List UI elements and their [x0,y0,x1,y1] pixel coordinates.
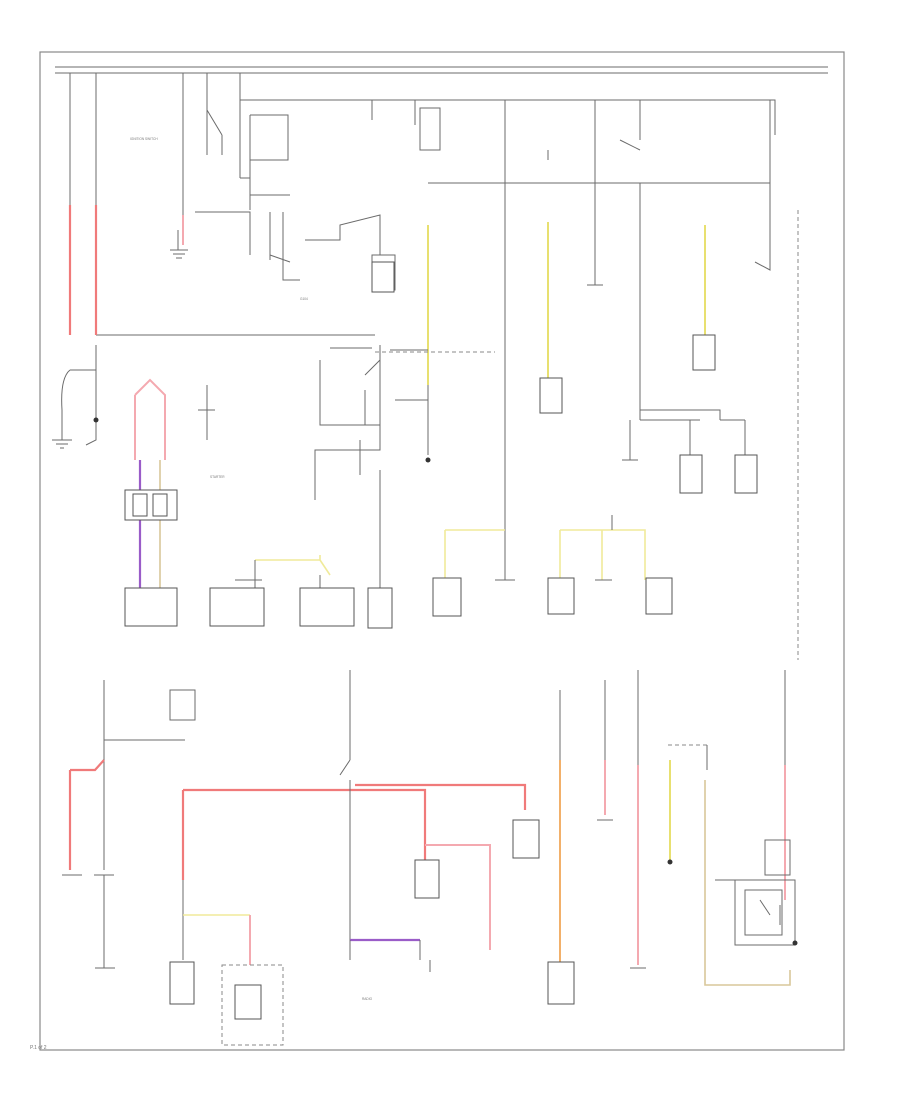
label-starter: STARTER [210,475,225,479]
page-label: P.1 of 2 [30,1045,47,1051]
label-fuse-box: G104 [300,297,308,301]
diagram-frame [39,51,845,1051]
lower-circuits [62,670,798,1046]
upper-circuits [52,73,799,660]
diagram-labels: IGNITION SWITCH G104 STARTER RADIO [130,137,373,1001]
label-radio: RADIO [362,997,373,1001]
label-ignition: IGNITION SWITCH [130,137,158,141]
